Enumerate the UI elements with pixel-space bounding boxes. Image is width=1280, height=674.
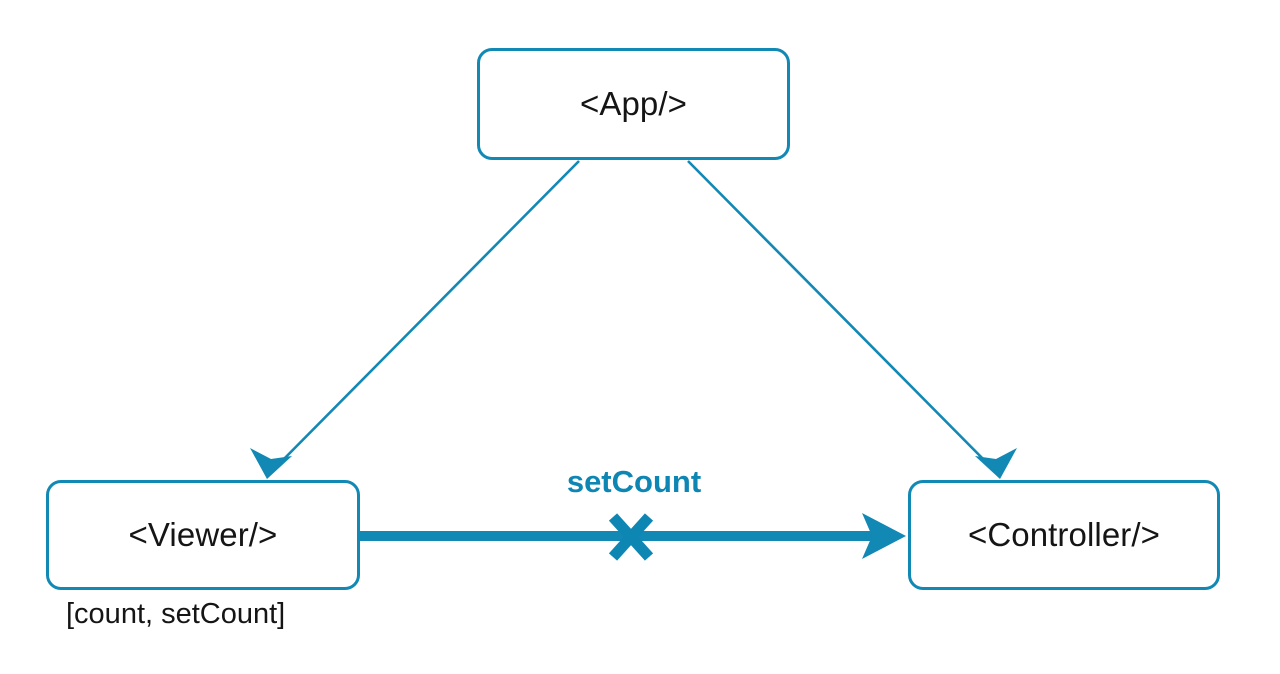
edge-app-to-viewer [250, 160, 580, 479]
edge-app-to-controller [687, 160, 1017, 479]
node-app[interactable]: <App/> [477, 48, 790, 160]
edge-app-to-controller-arrowhead [975, 448, 1017, 479]
edge-app-to-controller-line [687, 160, 995, 471]
edge-app-to-viewer-line [272, 160, 580, 471]
edge-viewer-to-controller [360, 513, 906, 559]
node-controller[interactable]: <Controller/> [908, 480, 1220, 590]
edge-viewer-to-controller-arrowhead [862, 513, 906, 559]
blocked-x-icon [608, 513, 654, 561]
node-viewer[interactable]: <Viewer/> [46, 480, 360, 590]
edge-app-to-viewer-arrowhead [250, 448, 292, 479]
edge-label-setcount: setCount [566, 464, 702, 499]
viewer-state-label: [count, setCount] [66, 598, 286, 630]
